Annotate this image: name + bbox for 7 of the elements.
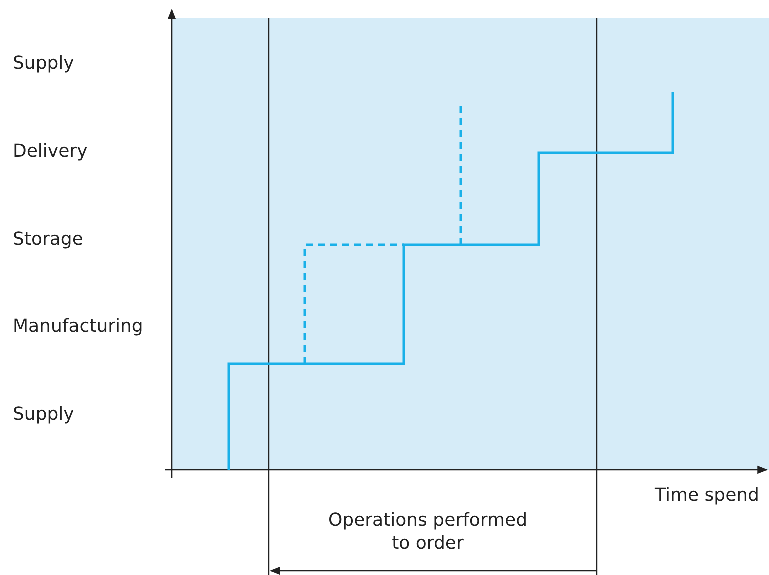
axis-label: Storage bbox=[13, 228, 84, 252]
axis-label: Supply bbox=[13, 52, 74, 76]
axis-label: Supply bbox=[13, 403, 74, 426]
axis-label: Manufacturing bbox=[13, 315, 144, 338]
dimension-label: Operations performed to order bbox=[327, 509, 529, 556]
axis-label: Delivery bbox=[13, 140, 88, 164]
axis-title: Time spend bbox=[655, 484, 760, 508]
